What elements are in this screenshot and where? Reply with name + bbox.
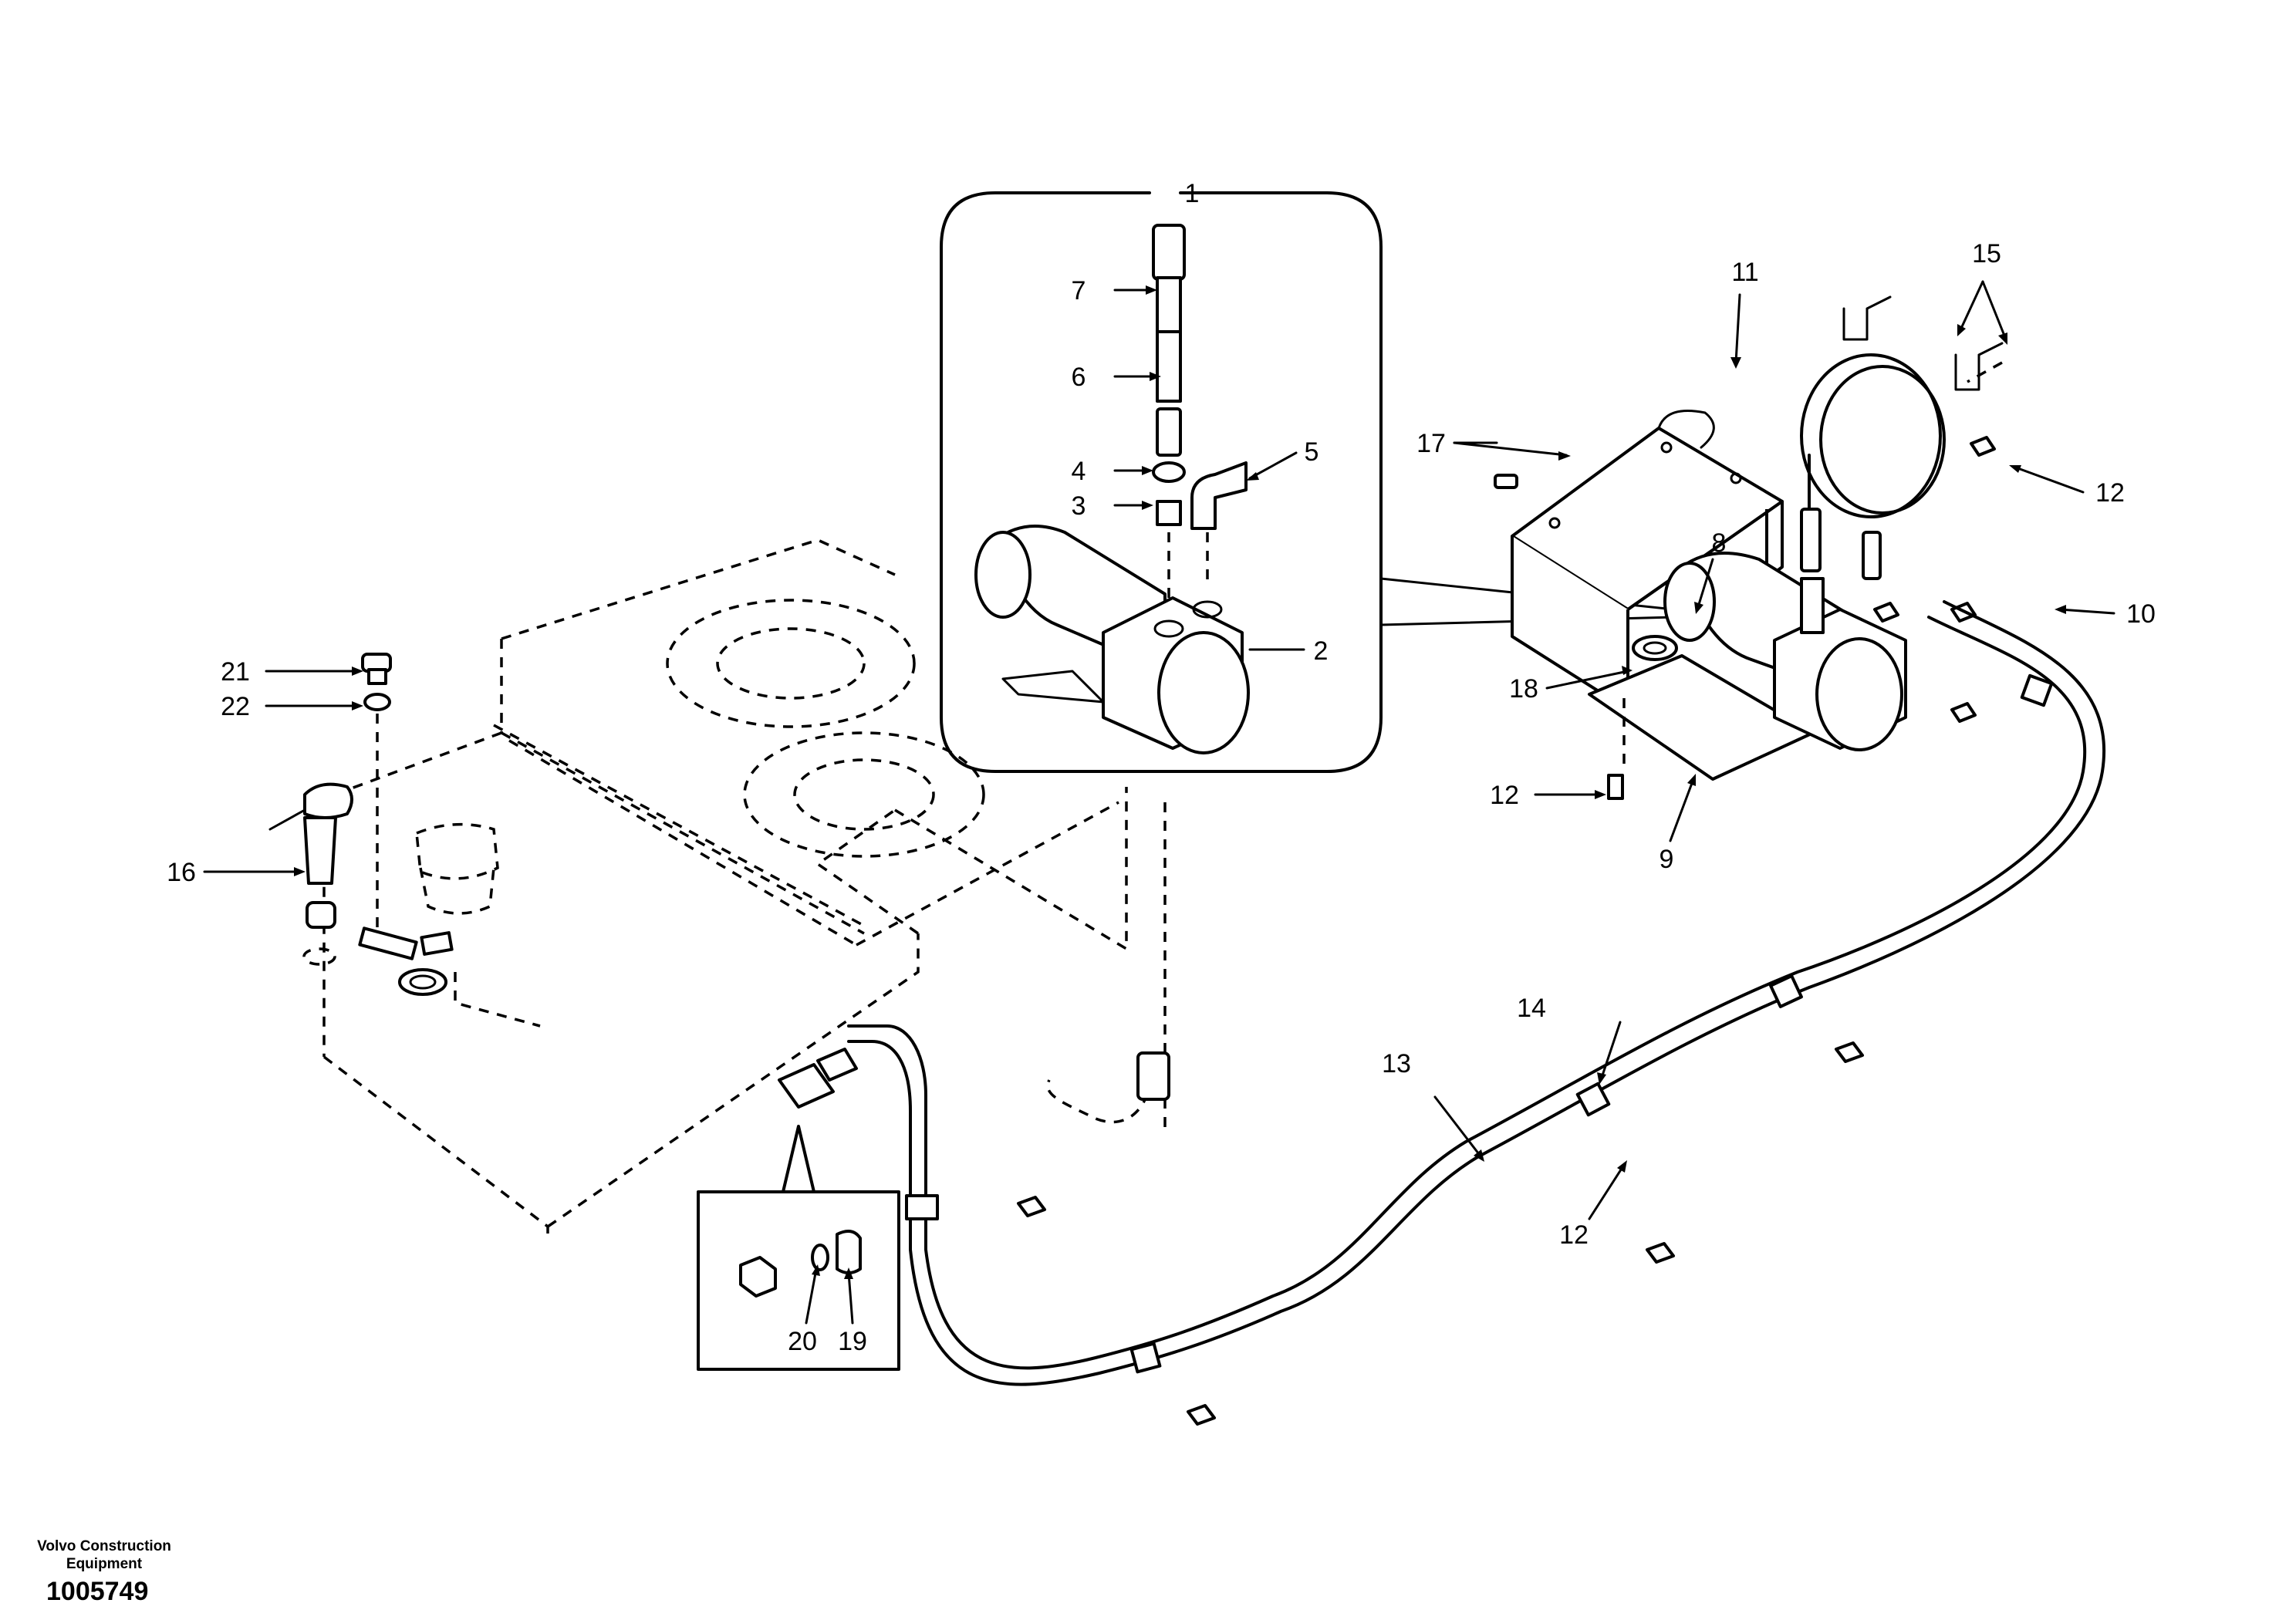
callout-9: 9 [1660,845,1674,874]
filler-assembly [268,653,499,996]
brand-label: Volvo Construction Equipment [15,1537,193,1573]
callout-3: 3 [1072,491,1086,521]
callout-20: 20 [788,1327,817,1356]
callout-15: 15 [1972,239,2001,268]
hose-line [778,600,2105,1426]
callout-4: 4 [1072,457,1086,486]
callout-2: 2 [1314,636,1329,666]
callout-8: 8 [1712,528,1727,558]
callout-16: 16 [167,858,196,887]
callout-1: 1 [1185,179,1200,208]
callout-19: 19 [838,1327,867,1356]
callout-14: 14 [1517,994,1546,1023]
callout-12-hose: 12 [1559,1220,1589,1250]
callout-10: 10 [2126,599,2156,629]
brand-line-2: Equipment [66,1556,143,1572]
callout-13: 13 [1382,1049,1411,1078]
document-number: 1005749 [46,1577,149,1606]
callout-labels: 1 2 3 4 5 6 7 8 9 10 11 12 12 12 13 14 1… [167,179,2156,1356]
callout-12-upper: 12 [2095,478,2125,508]
callout-11: 11 [1731,258,1758,287]
callout-7: 7 [1072,276,1086,305]
callout-18: 18 [1509,674,1538,704]
callout-6: 6 [1072,363,1086,392]
brand-line-1: Volvo Construction [37,1538,171,1554]
tank-outline [322,538,1167,1242]
callout-12-plate: 12 [1490,781,1519,810]
callout-21: 21 [221,657,250,687]
callout-5: 5 [1305,437,1319,467]
detail-inset-fitting [697,1125,900,1371]
callout-17: 17 [1416,429,1446,458]
leader-lines [203,191,2115,1325]
detail-inset-pump [940,191,1383,773]
callout-22: 22 [221,692,250,721]
pump-assembly-main [1494,295,2004,800]
